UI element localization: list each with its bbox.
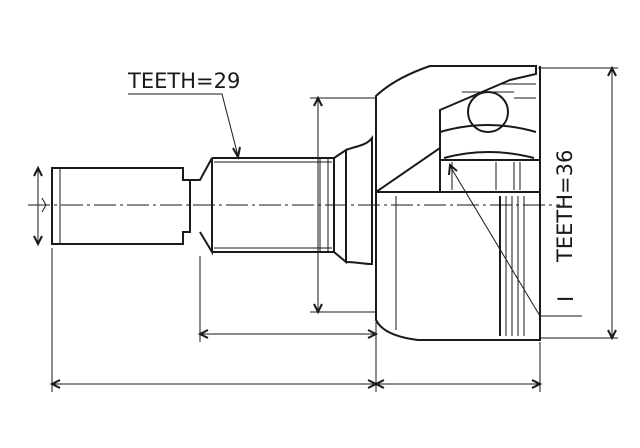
ball-and-cage (439, 91, 537, 159)
inner-race (440, 159, 541, 193)
horizontal-dimensions (49, 248, 543, 392)
shoulder-neck (333, 135, 373, 266)
cv-joint-housing (375, 65, 541, 341)
teeth-outer-label: TEETH=29 (127, 69, 240, 93)
marker-label: I (554, 296, 578, 302)
leader-lines (128, 93, 582, 317)
left-diameter-dimension (33, 165, 47, 247)
flange-height-dimension (310, 95, 376, 315)
teeth-inner-label: TEETH=36 (553, 150, 577, 263)
overall-diameter-dimension (538, 65, 618, 341)
outer-spline-section (212, 157, 335, 253)
